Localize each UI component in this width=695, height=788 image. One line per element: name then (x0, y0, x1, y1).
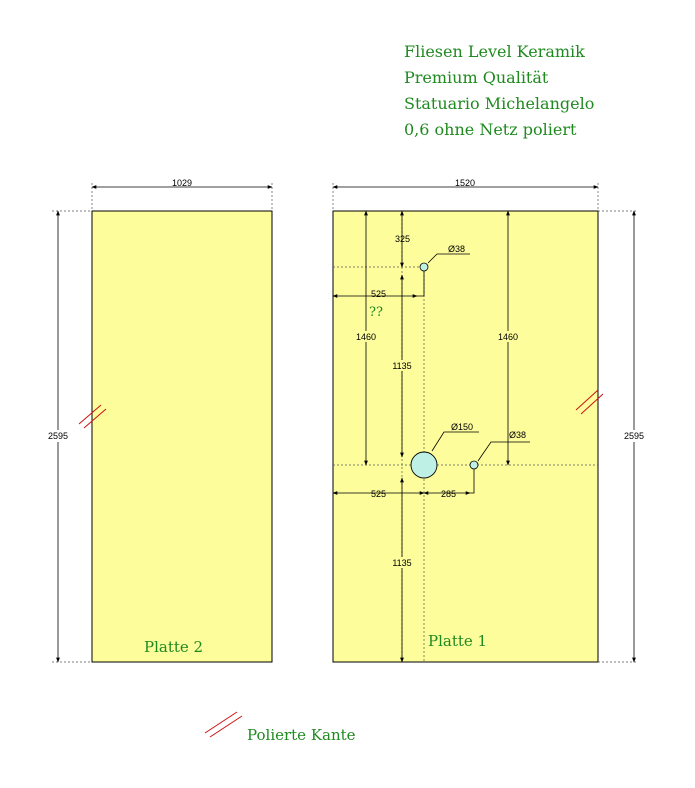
header-line-1: Fliesen Level Keramik (404, 42, 585, 61)
slab-left-body (91, 210, 273, 663)
header-line-2: Premium Qualität (404, 68, 549, 87)
header-line-3: Statuario Michelangelo (404, 94, 594, 113)
dim-height-right-label: 1460 (498, 332, 518, 342)
dim-top-offset-label: 325 (395, 234, 410, 244)
leader-line (431, 431, 479, 452)
slab-right-height-label: 2595 (624, 431, 644, 441)
slab-left-name: Platte 2 (144, 638, 203, 656)
hole-small-right-label: Ø38 (509, 430, 526, 440)
leader-line (417, 271, 425, 297)
dim-vertical-mid-label: 1135 (392, 361, 411, 371)
polished-edge-mark (78, 404, 107, 429)
slab-left-width-label: 1029 (172, 178, 192, 188)
question-mark-note: ?? (369, 305, 383, 320)
dim-right-offset-label: 285 (441, 489, 456, 499)
hole-large-label: Ø150 (451, 422, 473, 432)
hole-small-right (469, 460, 479, 470)
legend-label: Polierte Kante (247, 726, 356, 744)
dim-left-bottom-label: 525 (371, 489, 386, 499)
legend: Polierte Kante (204, 711, 356, 744)
label-mask (390, 557, 414, 568)
legend-polished-edge-icon (204, 711, 243, 738)
hole-large (410, 451, 438, 479)
dim-left-top-label: 525 (371, 289, 386, 299)
header: Fliesen Level Keramik Premium Qualität S… (404, 42, 594, 139)
polished-edge-mark (575, 389, 604, 415)
hole-small-top-label: Ø38 (448, 244, 465, 254)
header-line-4: 0,6 ohne Netz poliert (404, 120, 577, 139)
label-mask (622, 430, 646, 442)
slab-left-height-label: 2595 (48, 431, 68, 441)
leader-line (470, 469, 475, 494)
dim-height-left-label: 1460 (356, 332, 376, 342)
slab-right: 1520 2595 325 Ø38 525 ?? 1460 (332, 178, 646, 663)
hole-small-top (419, 262, 429, 272)
label-mask (46, 430, 70, 442)
dim-vertical-bottom-label: 1135 (392, 558, 411, 568)
slab-right-width-label: 1520 (455, 178, 475, 188)
label-mask (390, 360, 414, 371)
slab-left: 1029 2595 Platte 2 (46, 178, 273, 663)
leader-line (477, 441, 530, 462)
label-mask (354, 331, 378, 342)
leader-line (427, 253, 470, 264)
slab-right-body (332, 210, 599, 663)
slab-right-name: Platte 1 (428, 632, 487, 650)
label-mask (496, 331, 520, 342)
